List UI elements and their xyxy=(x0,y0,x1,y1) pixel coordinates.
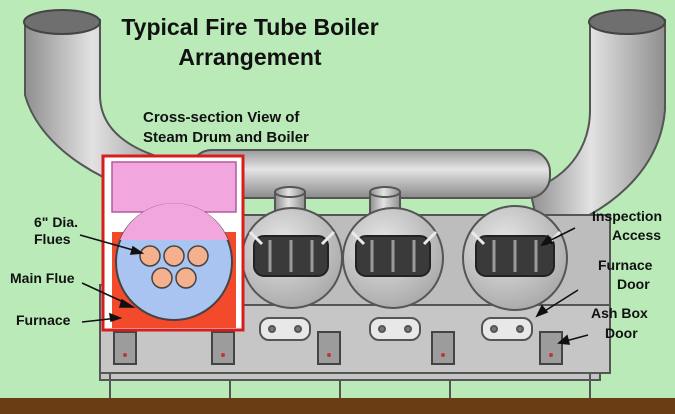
ash-box-door-label-line1: Ash Box xyxy=(591,305,648,321)
support-frame xyxy=(99,371,601,398)
right-exhaust-pipe xyxy=(528,9,666,237)
ash-box-doors xyxy=(113,331,563,365)
cross-section-view xyxy=(101,154,245,332)
furnace-door-label-line2: Door xyxy=(617,276,650,292)
furnace-door-label-line1: Furnace xyxy=(598,257,653,273)
flues-label-line1: 6" Dia. xyxy=(34,214,78,230)
inspection-access-label-line2: Access xyxy=(612,227,662,243)
section-view-caption-line2: Steam Drum and Boiler xyxy=(143,129,309,146)
ash-box-door-label-line2: Door xyxy=(605,325,638,341)
inspection-access-label-line1: Inspection xyxy=(592,208,663,224)
furnace-doors xyxy=(259,317,533,341)
label-arrows xyxy=(79,227,589,345)
boiler-tubes xyxy=(241,205,568,311)
diagram-title-line2: Arrangement xyxy=(178,44,322,70)
main-flue-label: Main Flue xyxy=(10,270,75,286)
ground xyxy=(0,398,675,414)
furnace-label: Furnace xyxy=(16,312,71,328)
flues-label-line2: Flues xyxy=(34,231,71,247)
section-view-caption-line1: Cross-section View of xyxy=(143,109,300,126)
diagram-title-line1: Typical Fire Tube Boiler xyxy=(121,14,379,40)
flues xyxy=(139,245,209,289)
